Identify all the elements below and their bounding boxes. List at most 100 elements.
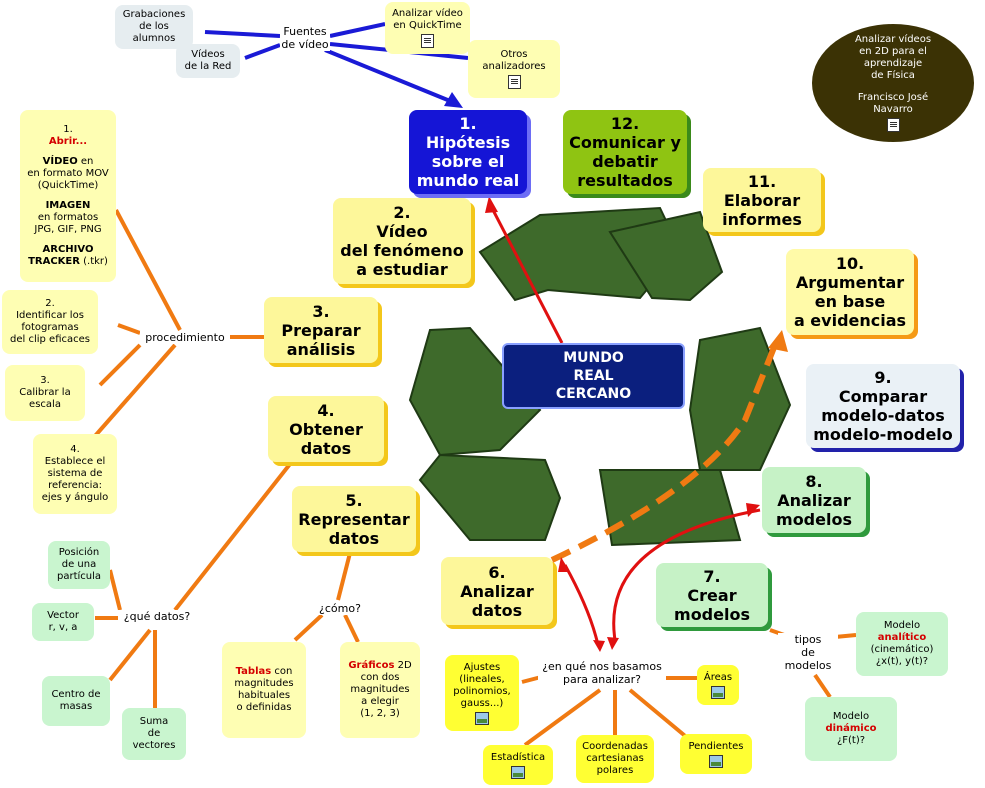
text-line: analítico [877,632,927,643]
text-line: 1. [63,124,73,135]
document-icon[interactable] [421,34,434,48]
text-line: datos [471,600,523,620]
credits-line: de Física [871,70,915,81]
text-line: Elaborar [723,190,801,210]
text-line: en base [814,292,886,311]
text-line: JPG, GIF, PNG [34,224,102,235]
image-icon[interactable] [475,711,489,725]
text-line: Comunicar y [569,133,681,152]
text-line: Áreas [703,671,733,683]
text-line: Estadística [490,751,546,763]
text-line: Obtener [289,419,363,439]
node-abrir: 1. Abrir... VÍDEO en en formato MOV(Quic… [20,110,116,282]
document-icon[interactable] [507,75,521,89]
text-line: con dos [360,672,400,683]
arrowhead-red [485,196,498,213]
text-line: VÍDEO en [43,156,94,168]
text-line: ¿en qué nos basamos [542,660,662,673]
text-line: ARCHIVO [42,244,94,255]
node-areas: Áreas [697,665,739,705]
text-line: 2D [394,660,412,671]
text-line: 7. [703,566,721,586]
label-que-datos: ¿qué datos? [118,610,196,623]
text-line: Tablas [235,666,272,677]
image-icon[interactable] [711,685,725,699]
credits-oval: Analizar vídeos en 2D para el aprendizaj… [812,24,974,142]
text-line: VÍDEO [42,156,78,167]
arrowhead-blue [444,92,463,108]
text-line: Identificar los [16,310,84,321]
text-line: habituales [237,690,291,701]
text-line: con [271,666,293,677]
text-line: IMAGEN [46,200,91,212]
text-line: resultados [577,171,673,190]
edge-dashed-argumentar [550,343,778,563]
text-line: 6. [488,562,506,582]
text-line: datos [328,528,380,548]
text-line: magnitudes [234,678,294,689]
text-line: analizadores [482,61,546,72]
text-line: en QuickTime [393,20,462,31]
text-line: Centro de [51,689,101,700]
text-line: MUNDO [563,350,624,366]
text-line: referencia: [48,480,102,491]
text-line: Tablas con [236,666,293,678]
text-line: Otros [500,49,528,60]
text-line: Establece el [44,456,106,467]
text-line: de vídeo [281,38,329,51]
text-line: en [77,156,94,167]
text-line: IMAGEN [45,200,91,211]
text-line: Modelo [883,620,921,631]
text-line: tipos [794,633,822,646]
text-line: de la Red [184,61,232,72]
text-line: Argumentar [795,273,905,292]
text-line: Hipótesis [425,133,511,152]
text-line: en formatos [37,212,99,223]
text-line: de una [61,559,97,570]
edge-to-hipotesis [324,48,456,105]
text-line: ARCHIVO [43,244,94,256]
text-line: Pendientes [688,740,744,752]
label-como: ¿cómo? [310,602,370,615]
text-line: dinámico [825,723,877,734]
text-line: del clip eficaces [10,334,90,345]
image-icon[interactable] [709,754,723,768]
image-icon[interactable] [511,765,525,779]
text-line: ¿x(t), y(t)? [875,656,929,667]
text-line: (1, 2, 3) [360,708,400,719]
text-line: 8. [805,471,823,491]
text-line: a estudiar [356,260,448,279]
text-line: Crear [687,585,737,605]
text-line: Vector [47,610,79,621]
edge-grabaciones [204,30,281,38]
text-line: (cinemático) [870,644,934,655]
text-line: modelos [784,659,832,672]
text-line: sobre el [431,152,505,171]
text-line: a evidencias [793,311,907,330]
recycle-icon [408,206,792,547]
document-icon[interactable] [886,118,900,132]
author-name: Navarro [873,104,913,115]
text-line: debatir [592,152,658,171]
link-abrir[interactable]: Abrir... [48,136,88,147]
text-line: Grabaciones [122,9,186,20]
text-line: de [801,646,815,659]
